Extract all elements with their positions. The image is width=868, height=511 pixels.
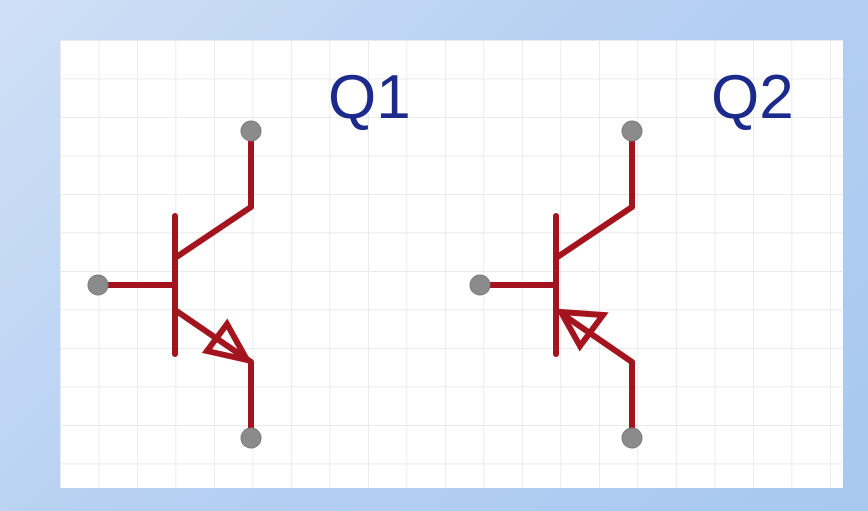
npn-transistor-icon	[95, 128, 254, 441]
q2-designator: Q2	[711, 63, 794, 132]
q2-collector-diagonal	[553, 204, 635, 261]
schematic-grid	[60, 40, 843, 488]
q2-collector-pin[interactable]	[621, 120, 643, 142]
q2-emitter-arrow	[555, 308, 609, 352]
transistor-q1[interactable]: Q1	[87, 63, 411, 449]
q1-collector-diagonal	[172, 204, 254, 261]
transistor-q2[interactable]: Q2	[469, 63, 794, 449]
q1-emitter-diagonal	[172, 307, 254, 365]
pnp-transistor-icon	[477, 128, 635, 441]
q1-designator: Q1	[328, 63, 411, 132]
q1-collector-pin[interactable]	[240, 120, 262, 142]
q2-emitter-pin[interactable]	[621, 427, 643, 449]
q2-base-pin[interactable]	[469, 274, 491, 296]
q1-emitter-pin[interactable]	[240, 427, 262, 449]
q2-emitter-diagonal	[562, 313, 635, 365]
q1-emitter-arrow	[201, 318, 253, 365]
q1-base-pin[interactable]	[87, 274, 109, 296]
